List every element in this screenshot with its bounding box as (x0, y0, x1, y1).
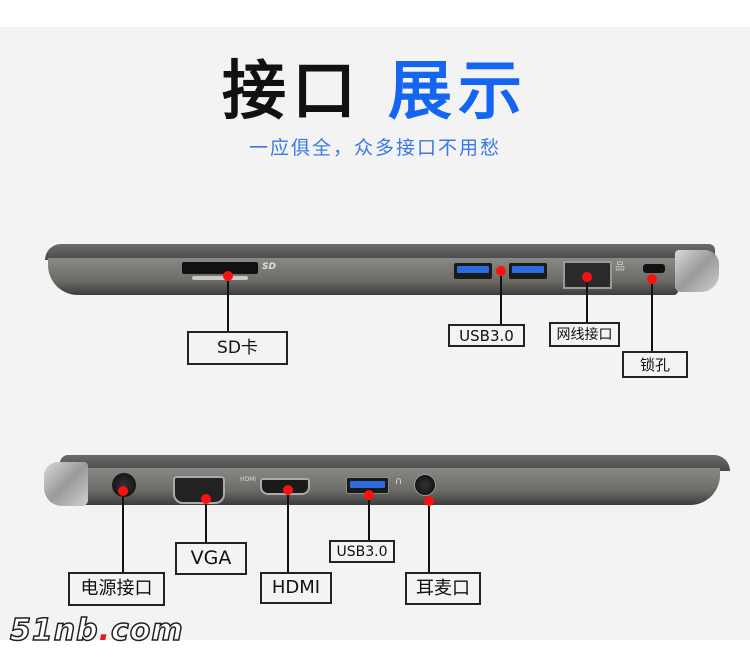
label-usb3: USB3.0 (448, 324, 525, 347)
sd-logo-icon: SD (262, 262, 276, 272)
usb-marker (496, 266, 506, 276)
label-usb3: USB3.0 (329, 540, 395, 563)
usb-port-icon (509, 263, 547, 279)
title-black: 接口 (222, 55, 362, 129)
label-lock: 锁孔 (622, 351, 688, 378)
logo-dot: . (98, 613, 111, 648)
vga-leader-line (205, 504, 207, 542)
laptop-hinge (675, 250, 719, 292)
sd-leader-line (227, 281, 229, 331)
laptop-lid (45, 244, 715, 260)
title-blue: 展示 (388, 55, 528, 129)
audio-leader-line (428, 506, 430, 572)
headset-symbol-icon: ∩ (395, 476, 403, 487)
logo-text-b: com (110, 612, 184, 649)
watermark-logo: 51nb.com (9, 612, 184, 649)
usb-port-icon (454, 263, 492, 279)
vga-marker (201, 494, 211, 504)
laptop-lid (60, 455, 730, 471)
security-lock-slot-icon (643, 264, 665, 273)
label-vga: VGA (175, 542, 247, 575)
hdmi-text-icon: HDMI (240, 476, 257, 483)
page-subtitle: 一应俱全，众多接口不用愁 (248, 137, 501, 159)
network-symbol-icon: 品 (615, 262, 625, 273)
usb-leader-line (368, 500, 370, 540)
lan-leader-line (586, 282, 588, 322)
logo-text-a: 51nb (9, 612, 99, 649)
sd-card-tray (192, 276, 248, 280)
audio-marker (424, 496, 434, 506)
label-ethernet: 网线接口 (549, 322, 620, 347)
sd-marker (223, 271, 233, 281)
laptop-hinge (44, 462, 88, 506)
label-hdmi: HDMI (260, 572, 332, 604)
lock-marker (647, 274, 657, 284)
headphone-jack-icon (414, 474, 436, 496)
usb-marker (364, 490, 374, 500)
laptop-left-side-view: 电源接口 VGA HDMI HDMI USB3.0 ∩ 耳麦口 (44, 455, 730, 606)
hdmi-marker (283, 485, 293, 495)
hdmi-leader-line (287, 495, 289, 572)
power-marker (118, 486, 128, 496)
page-title: 接口展示 (0, 52, 750, 132)
usb-leader-line (500, 276, 502, 324)
laptop-right-side-view: SD SD卡 USB3.0 品 网线接口 锁孔 (45, 244, 719, 378)
label-sd-card: SD卡 (187, 331, 288, 365)
label-power: 电源接口 (68, 572, 165, 606)
lan-marker (582, 272, 592, 282)
power-leader-line (122, 496, 124, 572)
label-audio: 耳麦口 (405, 572, 481, 605)
vga-port-icon (173, 476, 225, 504)
sd-card-slot-icon (182, 262, 258, 274)
lock-leader-line (651, 284, 653, 351)
background-band (0, 27, 750, 640)
